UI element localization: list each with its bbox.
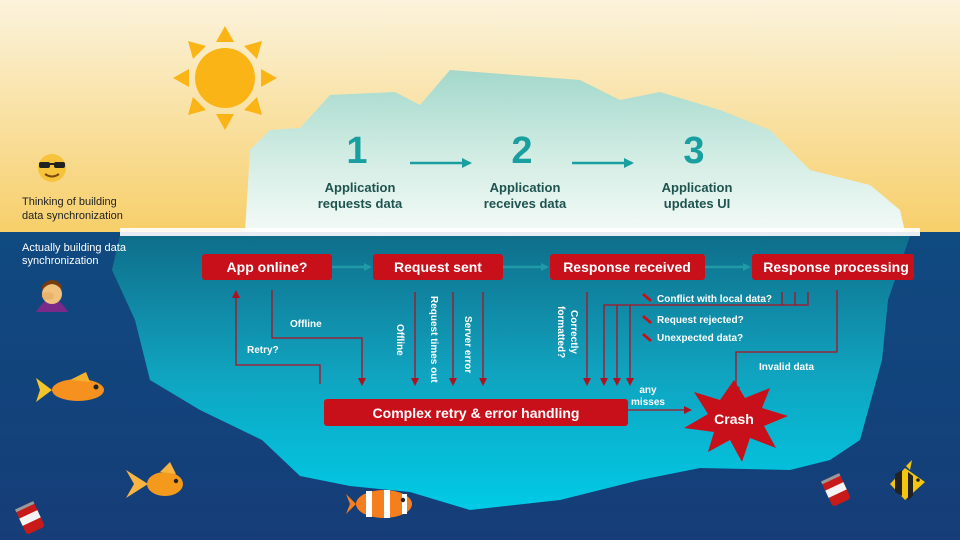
waterline	[120, 228, 920, 236]
edge-label-offline-2: Offline	[394, 324, 405, 356]
step-label-line1: Application	[325, 180, 396, 195]
box-app-online: App online?	[202, 254, 332, 280]
step-label-line2: receives data	[484, 196, 567, 211]
step-label-line1: Application	[490, 180, 561, 195]
edge-label-correctly-2: formatted?	[555, 306, 566, 358]
step-number: 3	[683, 130, 704, 172]
edge-label-offline: Offline	[290, 319, 322, 330]
edge-label-server-error: Server error	[462, 316, 473, 373]
edge-label-unexpected: Unexpected data?	[657, 333, 743, 344]
edge-label-misses: misses	[631, 397, 665, 408]
box-response-received: Response received	[550, 254, 705, 280]
question-markers	[642, 293, 652, 342]
edge-label-conflict: Conflict with local data?	[657, 294, 772, 305]
soda-can-icon	[15, 501, 44, 534]
step-label-line2: updates UI	[664, 196, 730, 211]
step-label-line1: Application	[662, 180, 733, 195]
box-response-processing: Response processing	[752, 254, 914, 280]
orange-fish-icon	[36, 372, 104, 402]
iceberg-tip	[245, 70, 905, 232]
facepalm-person-icon	[36, 280, 68, 312]
step-label-line2: requests data	[318, 196, 403, 211]
soda-can-icon	[821, 473, 850, 506]
error-connectors	[232, 290, 838, 414]
edge-label-rejected: Request rejected?	[657, 315, 744, 326]
step-3: 3 Application updates UI	[662, 130, 733, 211]
edge-label-timeout: Request times out	[428, 296, 439, 383]
flag-icon	[642, 333, 652, 342]
crash-label: Crash	[714, 411, 754, 427]
edge-label-invalid-data: Invalid data	[759, 362, 814, 373]
box-label: App online?	[227, 259, 308, 275]
clownfish-icon	[346, 490, 412, 518]
flag-icon	[642, 293, 652, 302]
edge-label-any: any	[639, 385, 657, 396]
flag-icon	[642, 315, 652, 324]
below-water-label-line2: synchronization	[22, 255, 98, 267]
sun-icon	[173, 26, 277, 130]
step-1: 1 Application requests data	[318, 130, 403, 211]
sunglasses-face-icon	[38, 154, 66, 182]
box-label: Request sent	[394, 259, 482, 275]
box-label: Response processing	[763, 259, 909, 275]
step-2: 2 Application receives data	[484, 130, 567, 211]
edge-label-retry: Retry?	[247, 345, 279, 356]
above-water-label-line1: Thinking of building	[22, 196, 117, 208]
box-label: Complex retry & error handling	[373, 405, 580, 421]
crash-burst: Crash	[684, 380, 788, 462]
box-label: Response received	[563, 259, 691, 275]
box-complex-retry: Complex retry & error handling	[324, 399, 628, 426]
edge-label-correctly-1: Correctly	[568, 310, 579, 354]
step-number: 1	[346, 130, 367, 172]
angelfish-icon	[890, 460, 925, 500]
above-water-label-line2: data synchronization	[22, 210, 123, 222]
goldfish-icon	[126, 462, 183, 498]
box-request-sent: Request sent	[373, 254, 503, 280]
below-water-label-line1: Actually building data	[22, 242, 127, 254]
step-number: 2	[511, 130, 532, 172]
